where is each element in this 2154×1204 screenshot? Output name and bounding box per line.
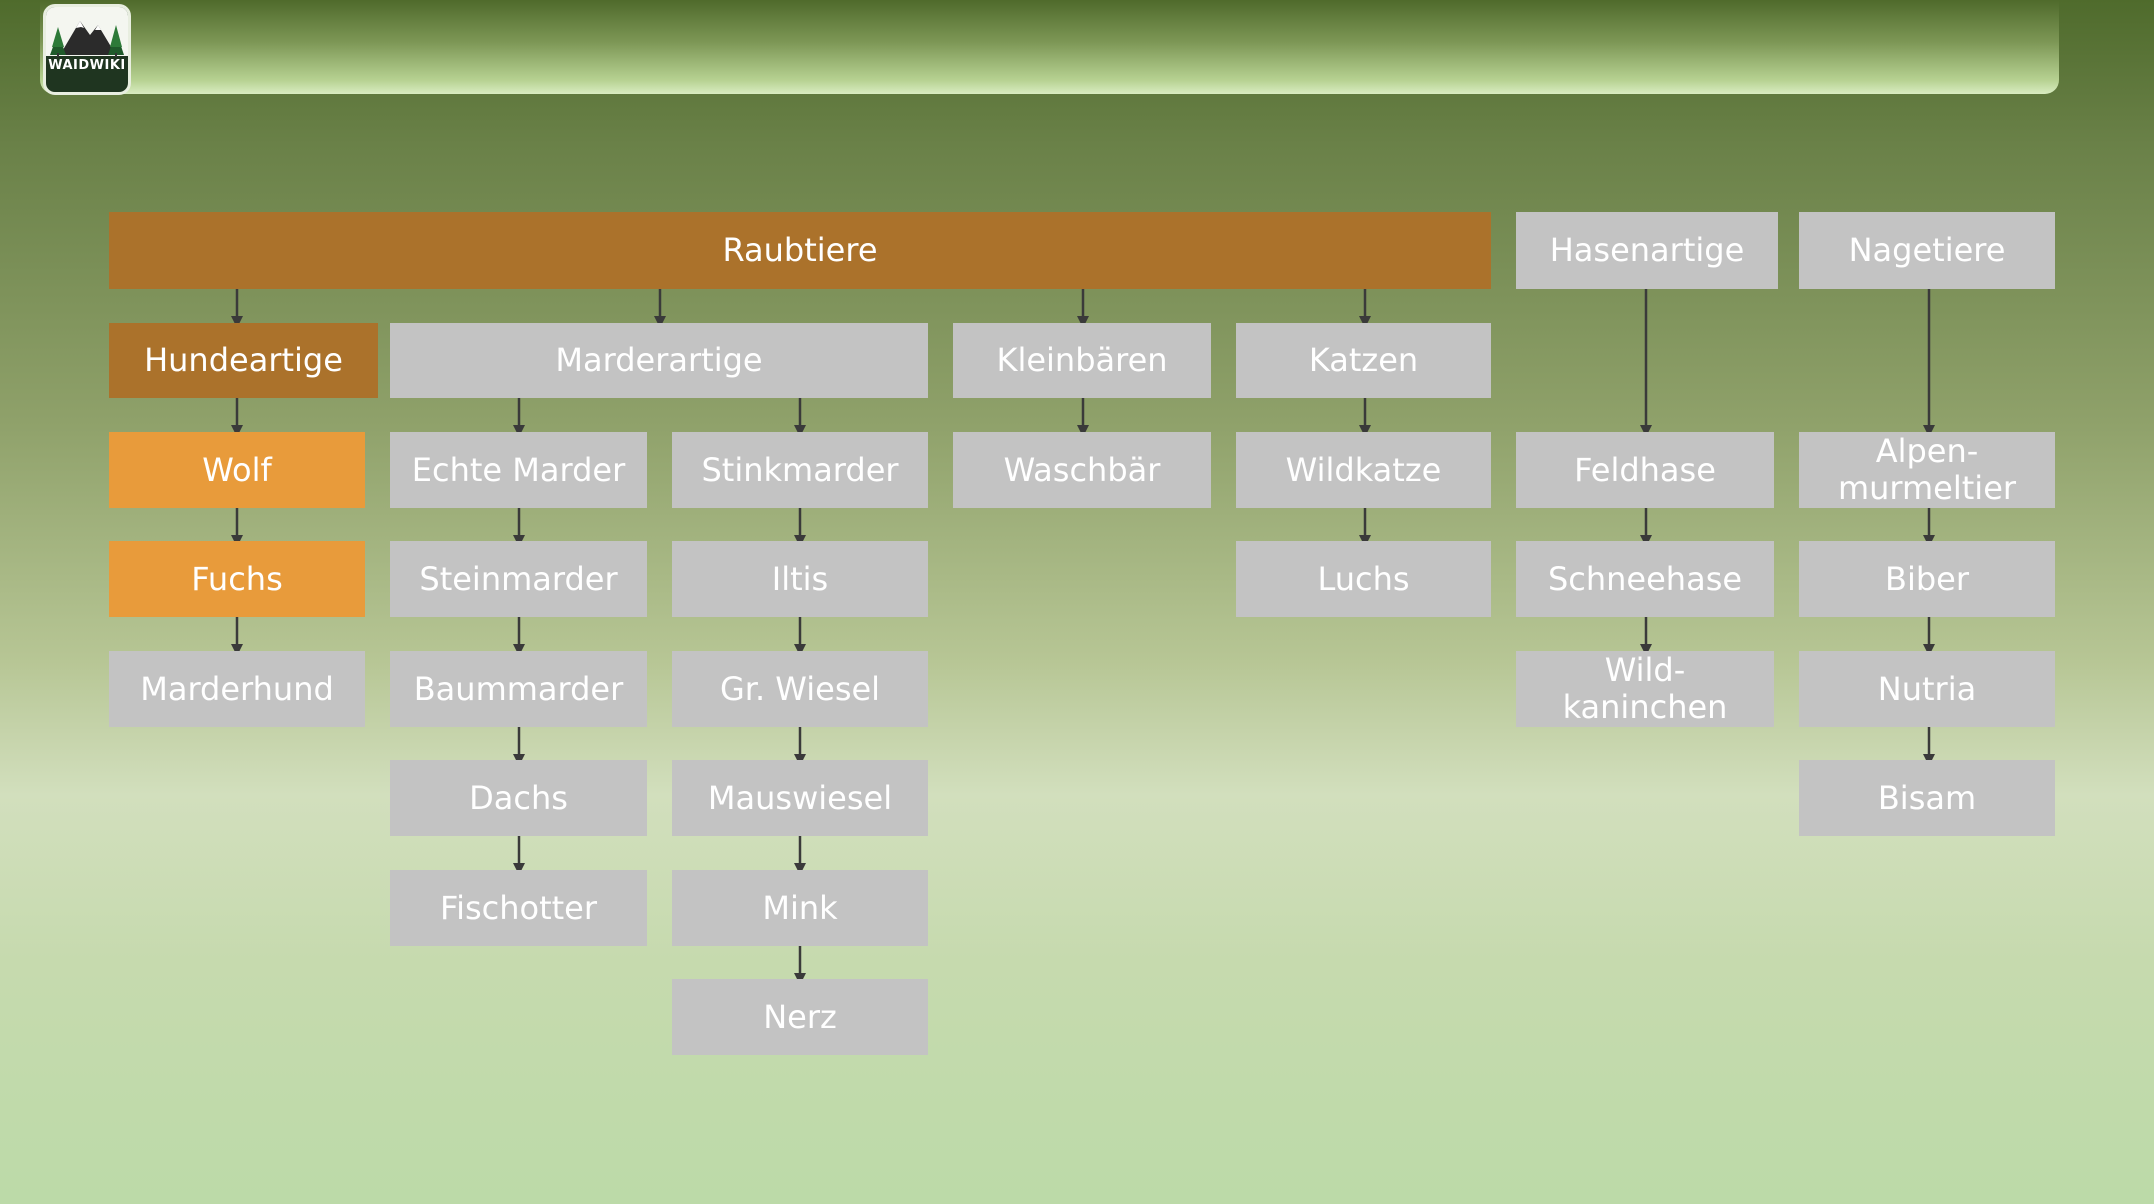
- node-mauswiesel: Mauswiesel: [672, 760, 928, 836]
- node-feldhase: Feldhase: [1516, 432, 1774, 508]
- node-hundeartige: Hundeartige: [109, 323, 378, 398]
- header-bar: [40, 0, 2059, 94]
- node-wildkatze: Wildkatze: [1236, 432, 1491, 508]
- node-raubtiere: Raubtiere: [109, 212, 1491, 289]
- waidwiki-logo[interactable]: WAIDWIKI: [43, 4, 131, 95]
- node-wildkaninchen: Wild- kaninchen: [1516, 651, 1774, 727]
- node-nerz: Nerz: [672, 979, 928, 1055]
- node-baummarder: Baummarder: [390, 651, 647, 727]
- node-waschbaer: Waschbär: [953, 432, 1211, 508]
- mountain-trees-logo-icon: [50, 21, 124, 57]
- node-echte-marder: Echte Marder: [390, 432, 647, 508]
- node-bisam: Bisam: [1799, 760, 2055, 836]
- node-steinmarder: Steinmarder: [390, 541, 647, 617]
- node-dachs: Dachs: [390, 760, 647, 836]
- node-katzen: Katzen: [1236, 323, 1491, 398]
- node-iltis: Iltis: [672, 541, 928, 617]
- node-marderartige: Marderartige: [390, 323, 928, 398]
- logo-text: WAIDWIKI: [48, 58, 126, 73]
- node-fuchs: Fuchs: [109, 541, 365, 617]
- node-gr-wiesel: Gr. Wiesel: [672, 651, 928, 727]
- node-hasenartige: Hasenartige: [1516, 212, 1778, 289]
- node-fischotter: Fischotter: [390, 870, 647, 946]
- node-kleinbaeren: Kleinbären: [953, 323, 1211, 398]
- node-nutria: Nutria: [1799, 651, 2055, 727]
- node-nagetiere: Nagetiere: [1799, 212, 2055, 289]
- node-wolf: Wolf: [109, 432, 365, 508]
- node-luchs: Luchs: [1236, 541, 1491, 617]
- node-marderhund: Marderhund: [109, 651, 365, 727]
- node-schneehase: Schneehase: [1516, 541, 1774, 617]
- node-mink: Mink: [672, 870, 928, 946]
- node-stinkmarder: Stinkmarder: [672, 432, 928, 508]
- node-biber: Biber: [1799, 541, 2055, 617]
- node-alpenmurmeltier: Alpen- murmeltier: [1799, 432, 2055, 508]
